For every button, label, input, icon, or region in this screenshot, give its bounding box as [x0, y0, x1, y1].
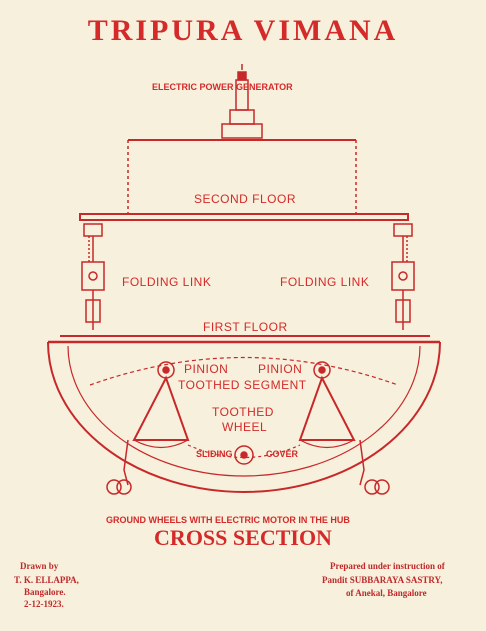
- toothed-segment-label: TOOTHED SEGMENT: [178, 378, 307, 392]
- drawn-by-label: Drawn by: [20, 561, 59, 571]
- folding-link-right-label: FOLDING LINK: [280, 275, 370, 289]
- first-floor-label: FIRST FLOOR: [203, 320, 288, 334]
- generator-label: ELECTRIC POWER GENERATOR: [152, 82, 293, 92]
- sliding-label: SLIDING: [196, 449, 233, 459]
- folding-link-right: [391, 223, 415, 330]
- prepared-label: Prepared under instruction of: [330, 561, 445, 571]
- toothed-wheel-label-2: WHEEL: [222, 420, 268, 434]
- toothed-wheel-label-1: TOOTHED: [212, 405, 274, 419]
- toothed-segment-left: [132, 375, 190, 441]
- toothed-wheel: [234, 445, 254, 465]
- ground-wheels-label: GROUND WHEELS WITH ELECTRIC MOTOR IN THE…: [106, 515, 350, 525]
- ground-wheel-left: [106, 439, 132, 495]
- folding-link-left-label: FOLDING LINK: [122, 275, 212, 289]
- drawn-by-name: T. K. ELLAPPA,: [14, 575, 79, 585]
- drawn-by-date: 2-12-1923.: [24, 599, 64, 609]
- generator-mast: [221, 64, 263, 139]
- drawn-by-city: Bangalore.: [24, 587, 66, 597]
- cover-label: COVER: [266, 449, 299, 459]
- second-floor-structure: [79, 139, 409, 221]
- folding-link-left: [81, 223, 105, 330]
- pinion-left-label: PINION: [184, 362, 229, 376]
- prepared-place: of Anekal, Bangalore: [346, 588, 427, 598]
- second-floor-label: SECOND FLOOR: [194, 192, 297, 206]
- hull-outline: [47, 341, 441, 493]
- page-title: TRIPURA VIMANA: [87, 14, 399, 47]
- toothed-segment-right: [298, 375, 356, 441]
- section-title: CROSS SECTION: [154, 525, 332, 550]
- prepared-name: Pandit SUBBARAYA SASTRY,: [322, 575, 443, 585]
- pinion-right-label: PINION: [258, 362, 303, 376]
- ground-wheel-right: [359, 439, 390, 495]
